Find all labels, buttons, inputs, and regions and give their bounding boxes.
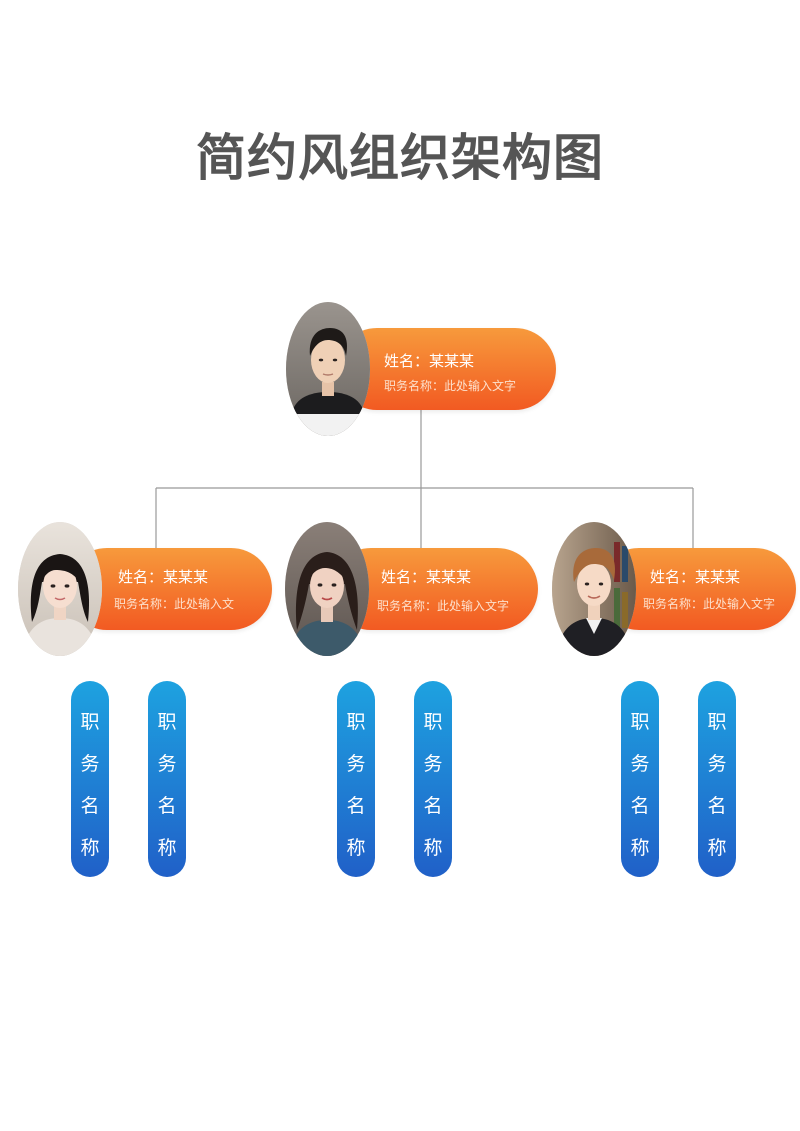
female-avatar-icon (285, 522, 369, 656)
manager-2-job: 职务名称：此处输入文字 (377, 599, 510, 613)
position-pill-4[interactable]: 职 务 名 称 (414, 681, 452, 877)
position-pill-5[interactable]: 职 务 名 称 (621, 681, 659, 877)
position-pill-3[interactable]: 职 务 名 称 (337, 681, 375, 877)
top-name-pill (336, 328, 556, 410)
manager-1-name: 姓名：某某某 (118, 568, 209, 586)
female-avatar-icon (18, 522, 102, 656)
position-pill-6[interactable]: 职 务 名 称 (698, 681, 736, 877)
male-avatar-icon (552, 522, 636, 656)
manager-3-avatar (552, 522, 636, 656)
manager-2-name: 姓名：某某某 (381, 568, 472, 586)
male-avatar-icon (286, 302, 370, 436)
manager-3-job: 职务名称：此处输入文字 (643, 597, 776, 611)
top-name: 姓名：某某某 (384, 352, 475, 370)
manager-2-avatar (285, 522, 369, 656)
top-job: 职务名称：此处输入文字 (384, 379, 517, 393)
manager-1-job: 职务名称：此处输入文 (114, 597, 235, 611)
manager-1-avatar (18, 522, 102, 656)
manager-3-name: 姓名：某某某 (650, 568, 741, 586)
position-pill-2[interactable]: 职 务 名 称 (148, 681, 186, 877)
position-pill-1[interactable]: 职 务 名 称 (71, 681, 109, 877)
page-title: 简约风组织架构图 (196, 129, 604, 187)
top-avatar (286, 302, 370, 436)
